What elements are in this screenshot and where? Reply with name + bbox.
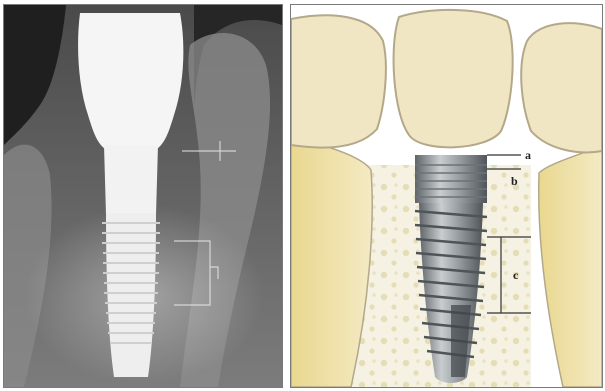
xray-abutment: [104, 145, 158, 215]
xray-implant-body: [106, 213, 156, 377]
label-c: c: [513, 268, 519, 282]
xray-panel: [3, 4, 283, 388]
implant-diagram-icon: a b c: [291, 5, 602, 387]
label-b: b: [511, 174, 518, 188]
implant-collar: [415, 155, 487, 203]
xray-radiograph-icon: [4, 5, 282, 387]
left-crown: [291, 15, 386, 147]
center-crown: [394, 10, 513, 147]
right-crown: [521, 23, 602, 152]
xray-crown: [78, 13, 183, 151]
diagram-panel: a b c: [290, 4, 603, 388]
label-a: a: [525, 148, 531, 162]
